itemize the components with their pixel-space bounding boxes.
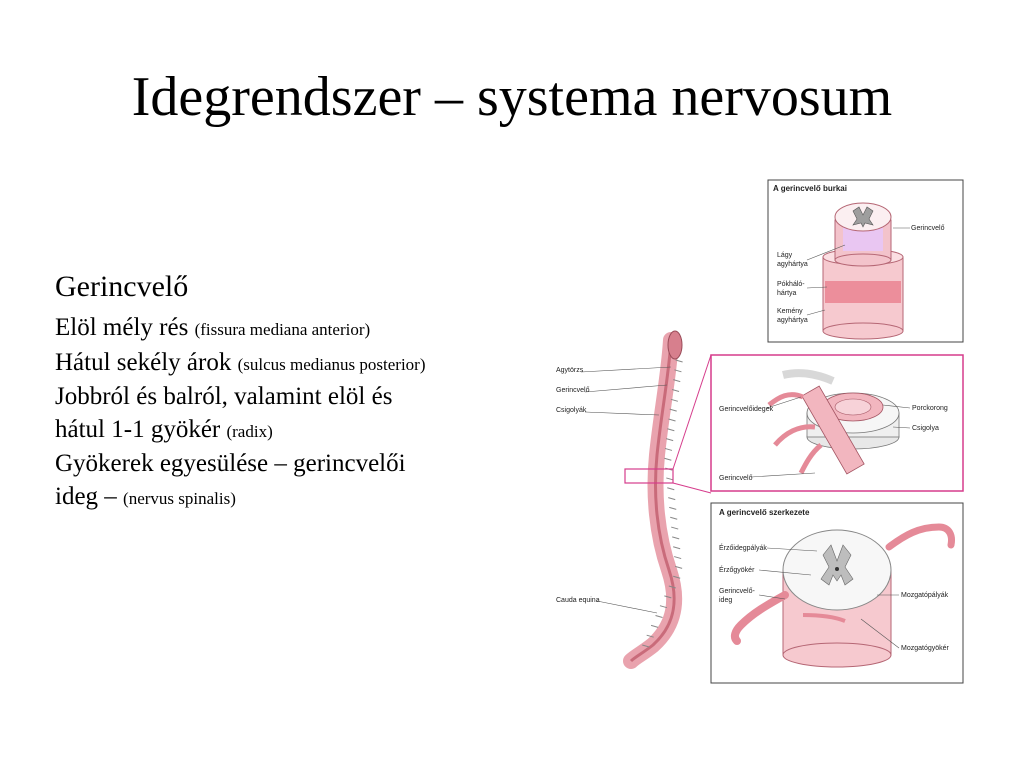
line-note: (sulcus medianus posterior) <box>237 354 426 374</box>
body-heading: Gerincvelő <box>55 270 189 303</box>
spine-labels: Agytörzs Gerincvelő Csigolyák Cauda equi… <box>556 366 672 614</box>
label-pokhalo: Pókháló- <box>777 281 805 288</box>
line-main: ideg – <box>55 482 124 510</box>
vertebra-process <box>675 359 683 363</box>
vertebra-process <box>669 408 677 412</box>
vertebra-process <box>655 615 663 618</box>
label-kemeny: Kemény <box>777 308 803 315</box>
body-line: ideg – (nervus spinalis) <box>55 481 565 516</box>
slide-body: Gerincvelő Elöl mély rés (fissura median… <box>55 268 565 515</box>
vertebra-process <box>659 605 668 609</box>
label-gerincvelo-idegek: Gerincvelőidegek <box>719 406 774 413</box>
panel-membranes-title: A gerincvelő burkai <box>773 184 847 193</box>
vertebra-process <box>673 379 681 383</box>
body-line: Jobbról és balról, valamint elöl és <box>55 381 565 414</box>
line-main: Jobbról és balról, valamint elöl és <box>55 383 393 410</box>
label-mozgatopalyak: Mozgatópályák <box>901 592 949 599</box>
label-csigolyak: Csigolyák <box>556 407 587 414</box>
label-gerincvelo: Gerincvelő <box>556 387 590 394</box>
vertebra-process <box>674 556 682 560</box>
spinal-cord-figure: Agytörzs Gerincvelő Csigolyák Cauda equi… <box>553 175 968 690</box>
vertebra-process <box>671 526 679 530</box>
label-hartya: hártya <box>777 290 797 297</box>
body-line: Elöl mély rés (fissura mediana anterior) <box>55 312 565 347</box>
vertebra-process <box>670 398 679 402</box>
label-gerincvelo-2: Gerincvelő <box>719 475 753 482</box>
vertebra-process <box>664 595 672 599</box>
line-main: Hátul sekély árok <box>55 348 238 376</box>
label-erzoidegpalyak: Érzőidegpályák <box>719 543 767 552</box>
line-main: Gyökerek egyesülése – gerincvelői <box>55 450 406 477</box>
panel-membranes: A gerincvelő burkai Gerincvelő Lágy agyh… <box>767 179 964 343</box>
vertebra-process <box>671 389 680 392</box>
body-line: hátul 1-1 gyökér (radix) <box>55 414 565 449</box>
vertebra-process <box>668 497 676 501</box>
spine-illustration <box>623 330 683 669</box>
body-line: Hátul sekély árok (sulcus medianus poste… <box>55 347 565 382</box>
vertebra-process <box>669 506 677 510</box>
label-gerincvelo-ideg: Gerincvelő- <box>719 588 755 595</box>
vertebra-process <box>673 546 681 550</box>
vertebra-process <box>666 477 674 481</box>
line-note: (nervus spinalis) <box>123 488 236 508</box>
vertebra-process <box>667 428 675 432</box>
vertebra-process <box>664 457 672 461</box>
panel-spinal-nerves: Gerincvelőidegek Porckorong Csigolya Ger… <box>710 354 964 492</box>
panel-structure-title: A gerincvelő szerkezete <box>719 508 810 517</box>
label-ideg: ideg <box>719 597 732 604</box>
vertebra-process <box>668 418 676 422</box>
connector-line <box>672 354 712 470</box>
label-erzogyoker: Érzőgyökér <box>719 565 755 574</box>
vertebra-process <box>672 536 680 540</box>
vertebra-process <box>668 585 676 589</box>
label-agytorzs: Agytörzs <box>556 367 584 374</box>
line-note: (radix) <box>226 421 273 441</box>
vertebra-process <box>667 487 675 491</box>
line-note: (fissura mediana anterior) <box>194 320 371 339</box>
label-lagy: Lágy <box>777 252 793 259</box>
line-main: Elöl mély rés <box>55 314 195 341</box>
label-gerincvelo: Gerincvelő <box>911 225 945 232</box>
vertebra-process <box>664 447 673 451</box>
vertebra-process <box>642 644 650 648</box>
connector-line <box>672 482 712 494</box>
panel-structure: A gerincvelő szerkezete Érzőidegpályák É… <box>710 502 964 684</box>
vertebra-process <box>666 438 674 442</box>
body-line: Gyökerek egyesülése – gerincvelői <box>55 448 565 481</box>
vertebra-process <box>675 565 683 569</box>
label-cauda-equina: Cauda equina <box>556 597 600 604</box>
label-csigolya: Csigolya <box>912 425 939 432</box>
label-agyhartya: agyhártya <box>777 261 808 268</box>
vertebra-process <box>670 516 678 520</box>
vertebra-process <box>673 575 681 579</box>
label-mozgatogyoker: Mozgatógyökér <box>901 645 950 652</box>
label-agyhartya-2: agyhártya <box>777 317 808 324</box>
slide-title: Idegrendszer – systema nervosum <box>131 66 893 128</box>
vertebra-process <box>650 624 659 628</box>
label-porckorong: Porckorong <box>912 405 948 412</box>
vertebra-process <box>674 369 682 373</box>
line-main: hátul 1-1 gyökér <box>55 415 227 443</box>
vertebra-process <box>646 634 654 638</box>
spine-highlight-box <box>624 468 674 484</box>
